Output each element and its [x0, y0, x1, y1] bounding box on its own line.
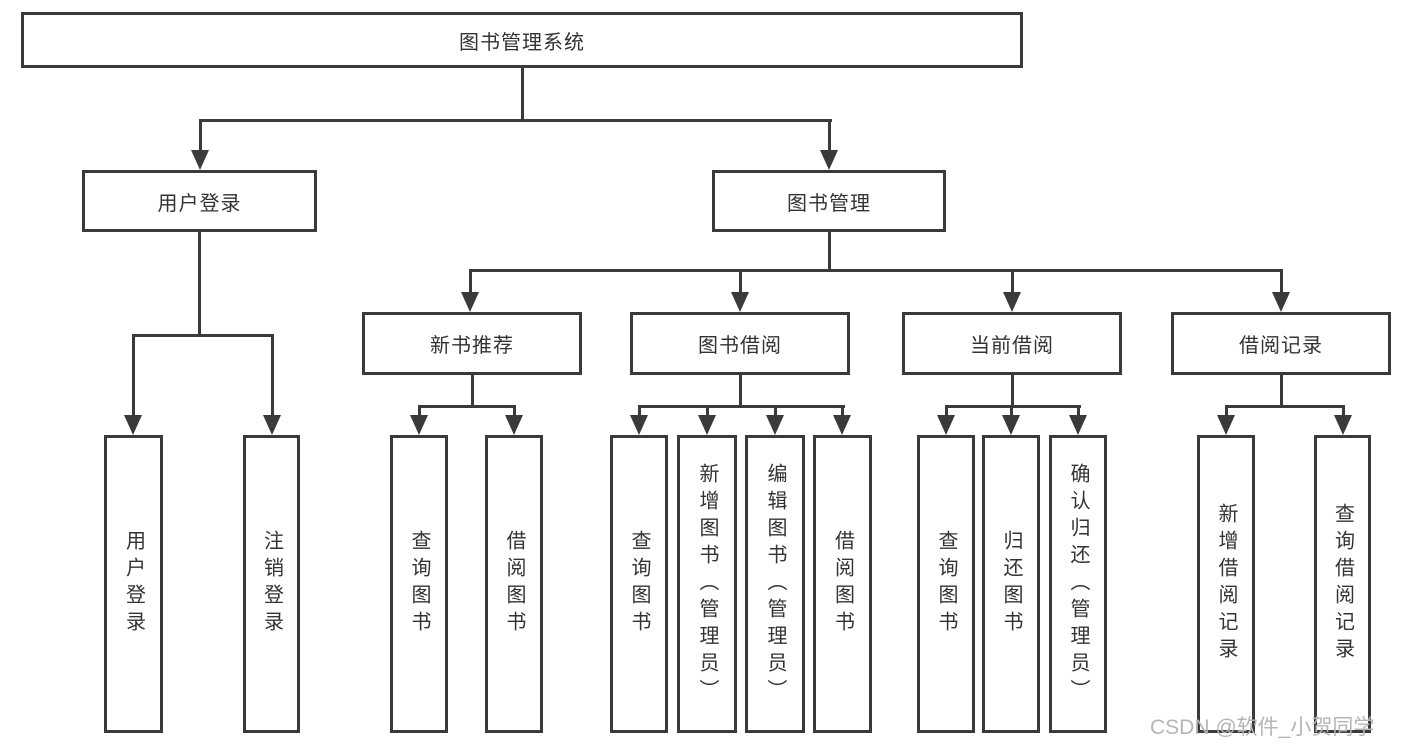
- leaf-borrow-books: 借阅图书: [813, 435, 872, 733]
- leaf-query-books-borrowing-label: 查询图书: [628, 530, 650, 638]
- arrow-down-icon: [1002, 415, 1020, 435]
- connector-drop-book-management: [827, 118, 831, 159]
- leaf-logout-label: 注销登录: [260, 530, 283, 638]
- node-user-login-label: 用户登录: [157, 192, 242, 215]
- connector-new-book-rail: [417, 404, 516, 408]
- leaf-user-login-label: 用户登录: [122, 530, 145, 638]
- leaf-logout: 注销登录: [243, 435, 300, 733]
- leaf-return-books: 归还图书: [982, 435, 1040, 733]
- connector-drop-new-book: [468, 268, 472, 297]
- leaf-add-books-admin-label: 新增图书（管理员）: [696, 462, 718, 706]
- arrow-down-icon: [1334, 415, 1352, 435]
- connector-drop: [1341, 404, 1345, 423]
- arrow-down-icon: [1069, 415, 1087, 435]
- leaf-borrow-books-label: 借阅图书: [831, 530, 854, 638]
- node-book-management-module: 图书管理: [712, 170, 946, 232]
- arrow-down-icon: [731, 292, 749, 312]
- node-book-borrowing: 图书借阅: [630, 312, 850, 375]
- connector-new-book-stem: [470, 375, 474, 408]
- connector-drop: [773, 404, 777, 423]
- connector-user-login-rail: [131, 333, 274, 337]
- connector-drop: [705, 404, 709, 423]
- arrow-down-icon: [505, 415, 523, 435]
- connector-drop-leaf-logout: [270, 333, 274, 422]
- connector-current-borrowing-rail: [944, 404, 1081, 408]
- node-borrowing-records: 借阅记录: [1171, 312, 1391, 375]
- connector-drop: [1076, 404, 1080, 423]
- leaf-query-books-recommend-label: 查询图书: [408, 530, 430, 638]
- connector-drop-book-borrowing: [738, 268, 742, 297]
- connector-root-rail: [198, 118, 832, 122]
- connector-drop: [512, 404, 516, 423]
- arrow-down-icon: [263, 415, 281, 435]
- leaf-borrow-books-recommend: 借阅图书: [485, 435, 543, 733]
- leaf-user-login: 用户登录: [104, 435, 163, 733]
- connector-drop: [944, 404, 948, 423]
- arrow-down-icon: [698, 415, 716, 435]
- leaf-confirm-return-admin: 确认归还（管理员）: [1049, 435, 1107, 733]
- node-book-management-label: 图书管理: [787, 192, 871, 215]
- leaf-confirm-return-admin-label: 确认归还（管理员）: [1067, 462, 1089, 706]
- leaf-query-books-borrowing: 查询图书: [610, 435, 668, 733]
- arrow-down-icon: [410, 415, 428, 435]
- arrow-down-icon: [937, 415, 955, 435]
- connector-root-stem: [520, 66, 524, 120]
- connector-drop-borrowing-records: [1279, 268, 1283, 297]
- leaf-borrow-books-recommend-label: 借阅图书: [503, 530, 525, 638]
- arrow-down-icon: [1272, 292, 1290, 312]
- node-current-borrowing-label: 当前借阅: [970, 335, 1054, 357]
- arrow-down-icon: [124, 415, 142, 435]
- connector-book-borrowing-rail: [637, 404, 845, 408]
- node-root-label: 图书管理系统: [459, 31, 585, 54]
- connector-drop: [637, 404, 641, 423]
- leaf-query-books-recommend: 查询图书: [390, 435, 448, 733]
- arrow-down-icon: [630, 415, 648, 435]
- connector-drop: [840, 404, 844, 423]
- node-borrowing-records-label: 借阅记录: [1239, 335, 1323, 357]
- connector-drop: [417, 404, 421, 423]
- connector-book-management-stem: [827, 232, 831, 272]
- connector-drop: [1009, 404, 1013, 423]
- connector-book-management-rail: [468, 268, 1283, 272]
- node-new-book-recommend-label: 新书推荐: [430, 335, 514, 357]
- arrow-down-icon: [191, 150, 209, 170]
- leaf-add-borrow-record-label: 新增借阅记录: [1215, 503, 1237, 665]
- node-new-book-recommend: 新书推荐: [362, 312, 582, 375]
- leaf-edit-books-admin-label: 编辑图书（管理员）: [764, 462, 786, 706]
- connector-borrowing-records-stem: [1279, 375, 1283, 408]
- node-root: 图书管理系统: [21, 12, 1023, 68]
- connector-drop-user-login: [198, 118, 202, 159]
- leaf-query-books-current-label: 查询图书: [935, 530, 957, 638]
- leaf-query-borrow-record-label: 查询借阅记录: [1331, 503, 1354, 665]
- connector-current-borrowing-stem: [1010, 375, 1014, 408]
- arrow-down-icon: [820, 150, 838, 170]
- connector-drop-leaf-login: [131, 333, 135, 422]
- leaf-edit-books-admin: 编辑图书（管理员）: [745, 435, 805, 733]
- arrow-down-icon: [1003, 292, 1021, 312]
- arrow-down-icon: [1217, 415, 1235, 435]
- connector-drop-current-borrowing: [1010, 268, 1014, 297]
- connector-book-borrowing-stem: [738, 375, 742, 408]
- connector-borrowing-records-rail: [1224, 404, 1344, 408]
- connector-user-login-stem: [198, 232, 201, 337]
- node-book-borrowing-label: 图书借阅: [698, 335, 782, 357]
- leaf-return-books-label: 归还图书: [1000, 530, 1022, 638]
- arrow-down-icon: [766, 415, 784, 435]
- arrow-down-icon: [833, 415, 851, 435]
- node-user-login-module: 用户登录: [82, 170, 317, 232]
- leaf-query-books-current: 查询图书: [917, 435, 975, 733]
- leaf-add-books-admin: 新增图书（管理员）: [677, 435, 737, 733]
- node-current-borrowing: 当前借阅: [902, 312, 1122, 375]
- arrow-down-icon: [461, 292, 479, 312]
- connector-drop: [1224, 404, 1228, 423]
- csdn-watermark: CSDN @软件_小贺同学: [1150, 716, 1375, 739]
- leaf-add-borrow-record: 新增借阅记录: [1197, 435, 1255, 733]
- leaf-query-borrow-record: 查询借阅记录: [1314, 435, 1371, 733]
